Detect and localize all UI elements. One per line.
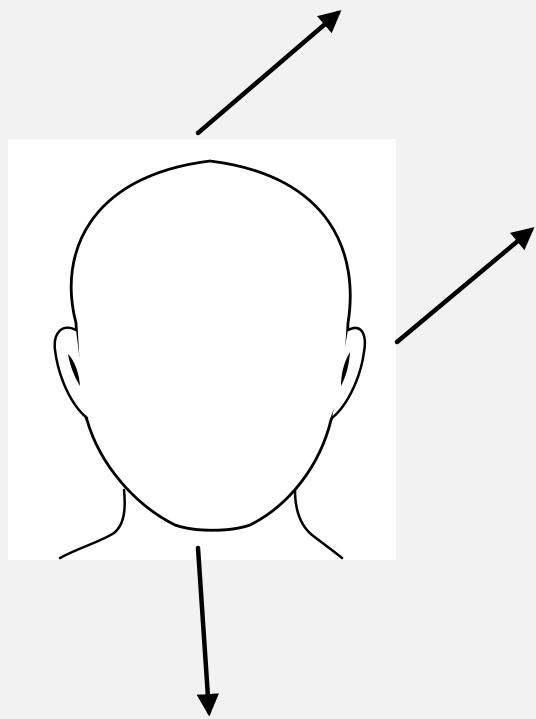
head-figure xyxy=(8,139,396,560)
